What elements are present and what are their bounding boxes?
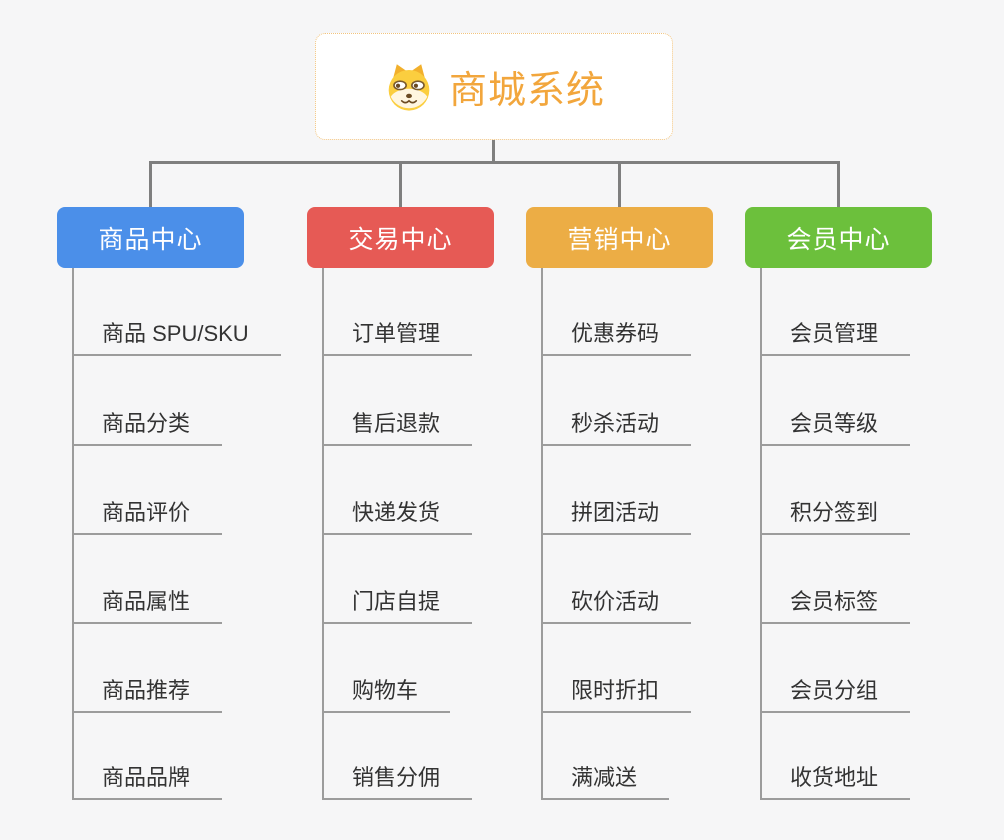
mindmap-leaf[interactable]: 会员等级 [760,410,911,446]
mindmap-leaf[interactable]: 商品 SPU/SKU [72,320,281,356]
shiba-dog-icon [388,63,430,111]
mindmap-leaf[interactable]: 商品分类 [72,410,223,446]
root-title: 商城系统 [448,70,605,112]
connector-drop-branch-1 [149,161,152,207]
mindmap-leaf[interactable]: 砍价活动 [541,588,692,624]
mindmap-leaf[interactable]: 会员管理 [760,320,911,356]
connector-horizontal-bus [149,161,839,164]
mindmap-leaf[interactable]: 拼团活动 [541,499,692,535]
mindmap-leaf[interactable]: 快递发货 [322,499,473,535]
mindmap-leaf[interactable]: 门店自提 [322,588,473,624]
mindmap-leaf[interactable]: 收货地址 [760,764,911,800]
connector-drop-branch-2 [399,161,402,207]
branch-node-trade-center[interactable]: 交易中心 [307,207,494,268]
mindmap-leaf[interactable]: 销售分佣 [322,764,473,800]
branch-node-product-center[interactable]: 商品中心 [57,207,244,268]
branch-node-marketing-center[interactable]: 营销中心 [526,207,713,268]
mindmap-leaf[interactable]: 优惠券码 [541,320,692,356]
mindmap-leaf[interactable]: 满减送 [541,764,670,800]
mindmap-leaf[interactable]: 售后退款 [322,410,473,446]
connector-drop-branch-4 [837,161,840,207]
mindmap-leaf[interactable]: 商品推荐 [72,677,223,713]
connector-root-drop [492,140,495,164]
branch-node-member-center[interactable]: 会员中心 [745,207,932,268]
mindmap-leaf[interactable]: 会员标签 [760,588,911,624]
connector-drop-branch-3 [618,161,621,207]
root-node[interactable]: 商城系统 [315,33,673,140]
mindmap-leaf[interactable]: 购物车 [322,677,451,713]
mindmap-leaf[interactable]: 商品品牌 [72,764,223,800]
mindmap-leaf[interactable]: 商品评价 [72,499,223,535]
mindmap-leaf[interactable]: 秒杀活动 [541,410,692,446]
mindmap-leaf[interactable]: 积分签到 [760,499,911,535]
mindmap-leaf[interactable]: 订单管理 [322,320,473,356]
mindmap-leaf[interactable]: 限时折扣 [541,677,692,713]
mindmap-leaf[interactable]: 会员分组 [760,677,911,713]
mindmap-leaf[interactable]: 商品属性 [72,588,223,624]
